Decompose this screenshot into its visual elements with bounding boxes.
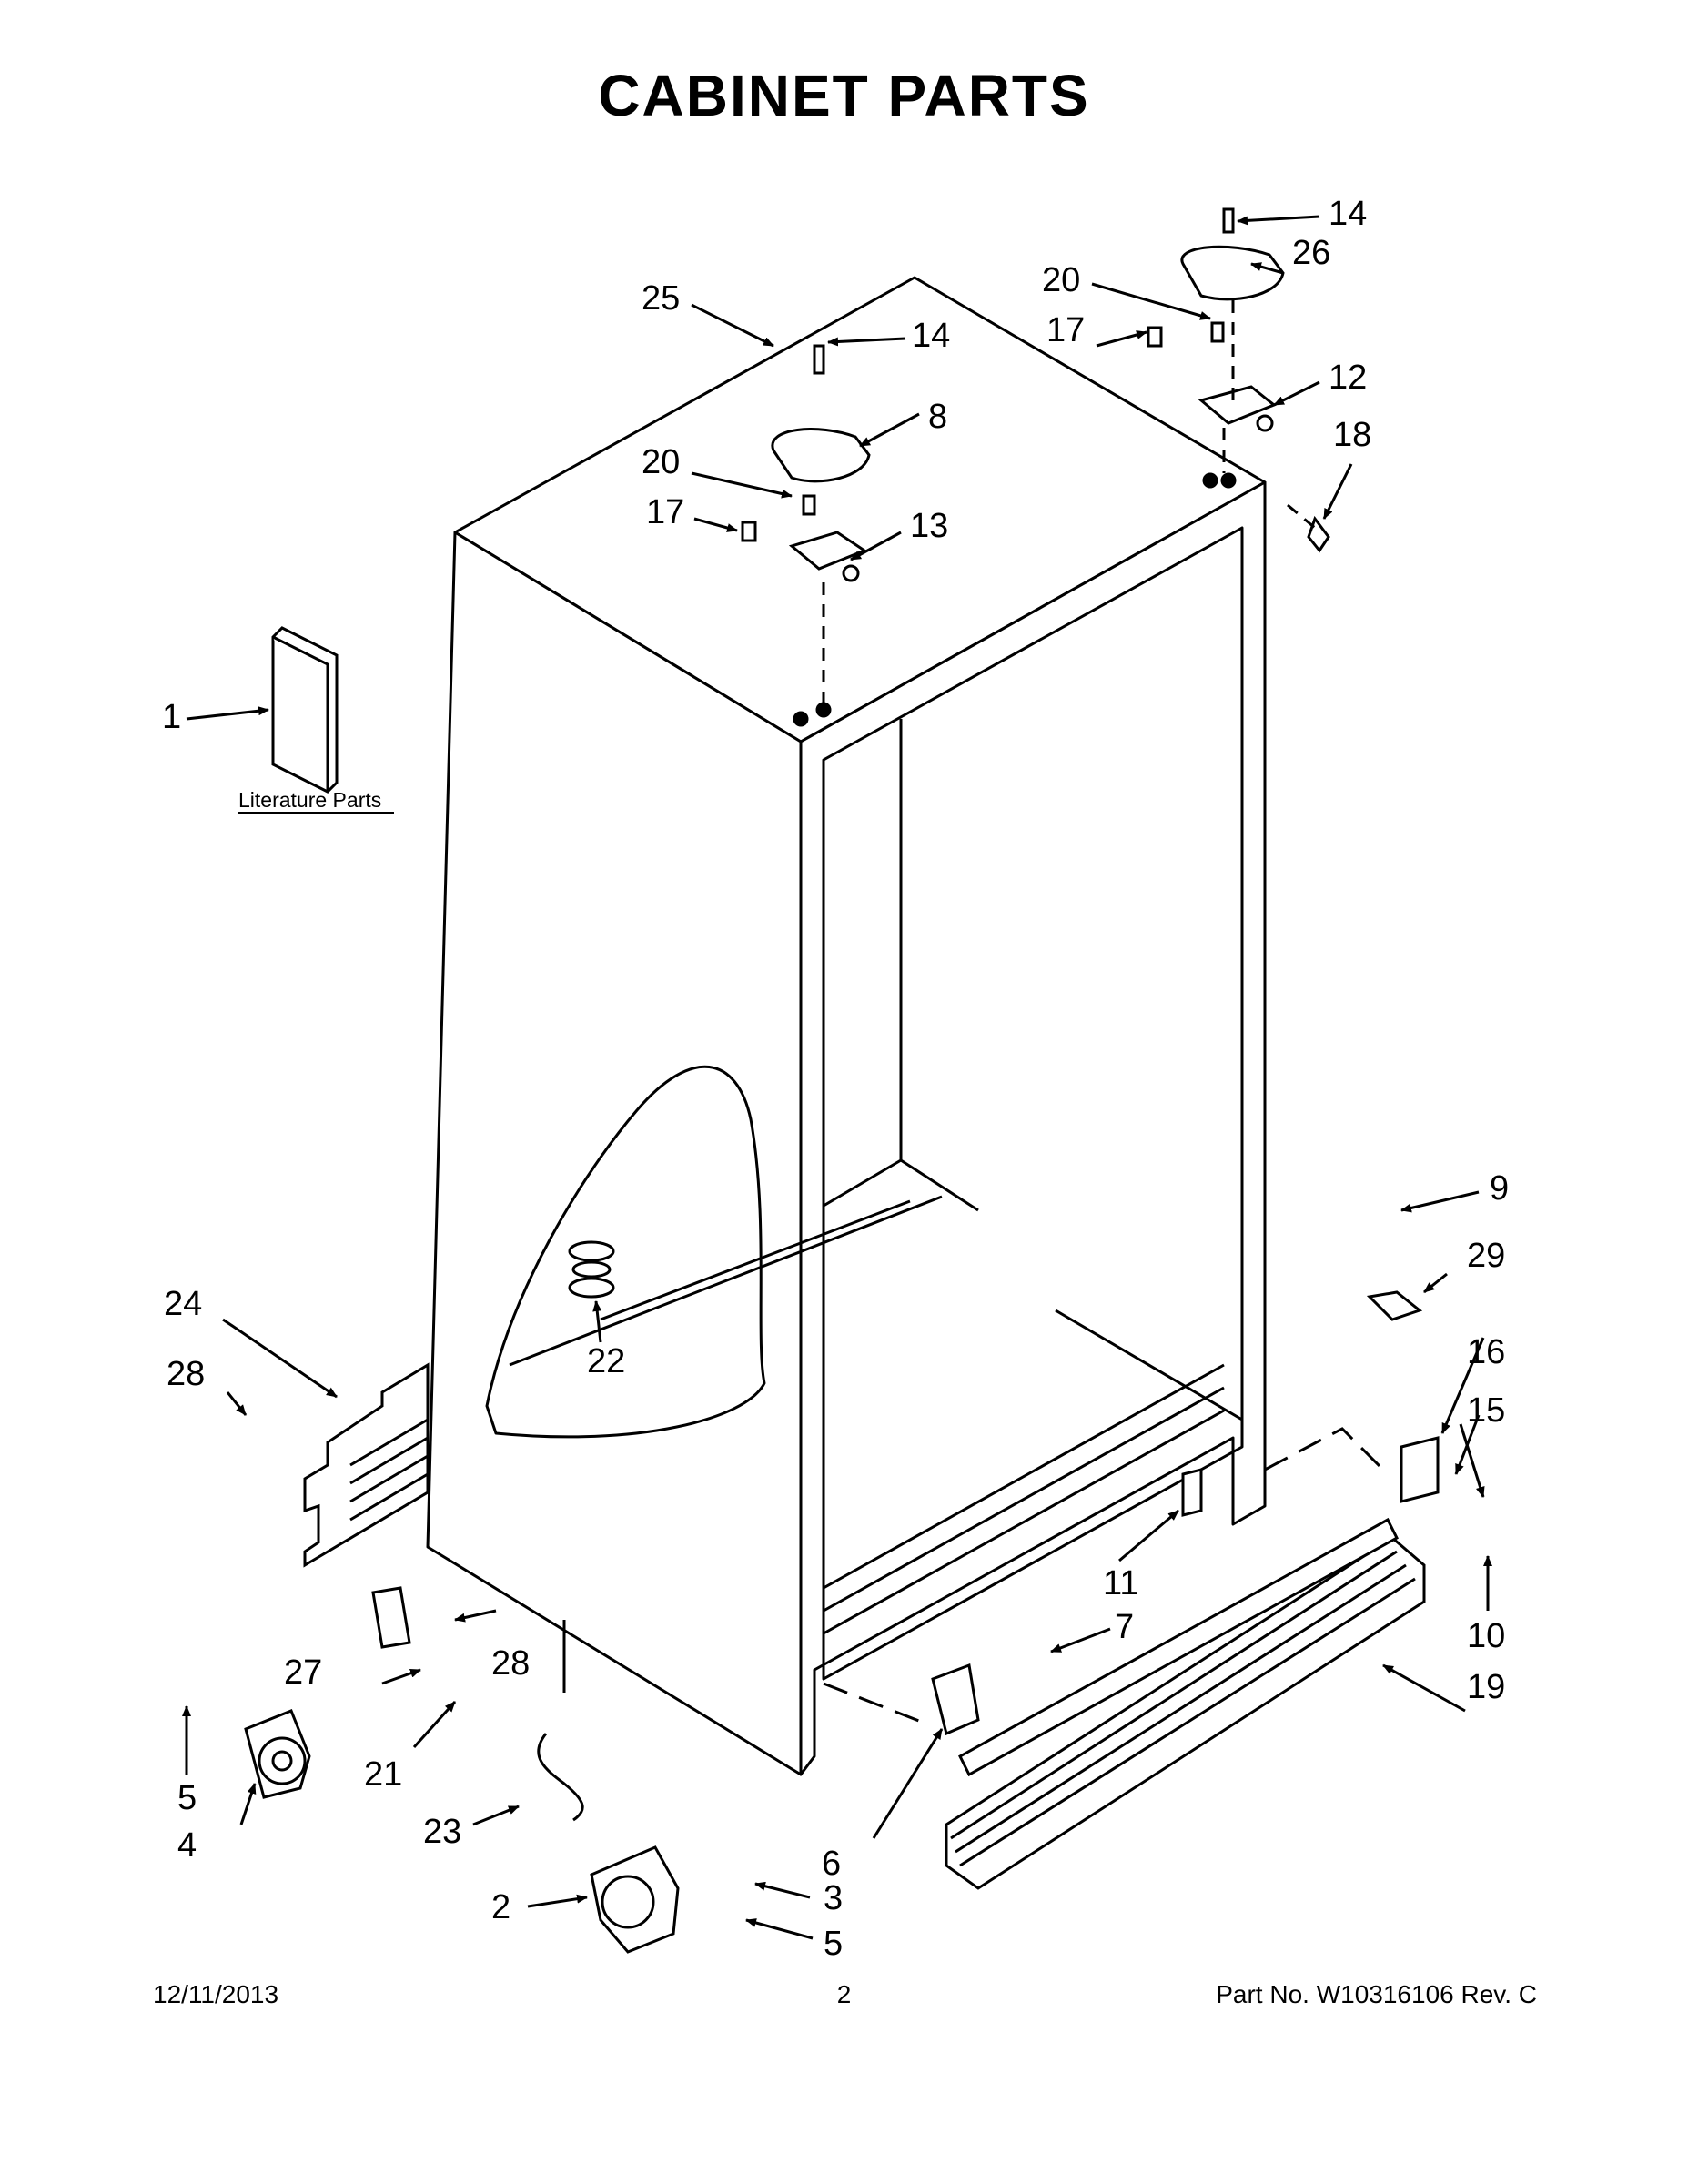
callout-10: 10 bbox=[1467, 1617, 1505, 1655]
callout-21: 21 bbox=[364, 1755, 402, 1794]
cabinet-shell bbox=[426, 276, 1267, 1776]
callout-16: 16 bbox=[1467, 1333, 1505, 1371]
callout-3: 3 bbox=[824, 1879, 843, 1917]
callout-5-bottom: 5 bbox=[824, 1925, 843, 1963]
callout-26: 26 bbox=[1292, 234, 1330, 272]
callout-8: 8 bbox=[928, 398, 947, 436]
callout-11: 11 bbox=[1103, 1564, 1138, 1603]
top-hinge-right bbox=[1147, 207, 1330, 553]
top-hinge-left bbox=[741, 344, 871, 727]
callout-12: 12 bbox=[1329, 359, 1367, 397]
callout-20-left: 20 bbox=[642, 443, 680, 481]
callout-2: 2 bbox=[491, 1888, 510, 1926]
callout-4: 4 bbox=[177, 1826, 197, 1865]
footer-part-number: Part No. W10316106 Rev. C bbox=[1216, 1980, 1537, 2008]
callout-25: 25 bbox=[642, 279, 680, 318]
callout-15: 15 bbox=[1467, 1391, 1505, 1430]
callout-20-right: 20 bbox=[1042, 261, 1080, 299]
callout-7: 7 bbox=[1115, 1608, 1134, 1646]
callout-24: 24 bbox=[164, 1285, 202, 1323]
callout-29: 29 bbox=[1467, 1237, 1505, 1275]
callout-27: 27 bbox=[284, 1653, 322, 1692]
callout-13: 13 bbox=[910, 507, 948, 545]
callout-1: 1 bbox=[162, 698, 181, 736]
page-title: CABINET PARTS bbox=[598, 63, 1090, 128]
right-brackets bbox=[823, 1290, 1440, 1726]
callout-23: 23 bbox=[423, 1813, 461, 1851]
base-grille bbox=[945, 1517, 1426, 1890]
rear-grille bbox=[303, 1362, 430, 1568]
footer-date: 12/11/2013 bbox=[153, 1980, 279, 2008]
callout-17-right: 17 bbox=[1046, 311, 1085, 349]
callout-14-right: 14 bbox=[1329, 195, 1367, 233]
callout-28-left: 28 bbox=[167, 1355, 205, 1393]
callout-6: 6 bbox=[822, 1845, 841, 1883]
callout-18: 18 bbox=[1333, 416, 1371, 454]
callout-5-left: 5 bbox=[177, 1779, 197, 1817]
callout-numbers: 1 2 3 4 5 5 6 7 8 9 10 11 12 13 14 14 15… bbox=[162, 195, 1509, 1963]
literature-parts-label: Literature Parts bbox=[238, 788, 381, 812]
callout-9: 9 bbox=[1490, 1169, 1509, 1208]
callout-22: 22 bbox=[587, 1342, 625, 1380]
callout-leaders bbox=[182, 215, 1492, 1940]
callout-14-left: 14 bbox=[912, 317, 950, 355]
callout-17-left: 17 bbox=[646, 493, 684, 531]
footer-page-number: 2 bbox=[836, 1980, 852, 2008]
literature-booklet bbox=[271, 626, 339, 794]
front-roller-assembly bbox=[244, 1586, 980, 1954]
callout-19: 19 bbox=[1467, 1668, 1505, 1706]
callout-28-bottom: 28 bbox=[491, 1644, 530, 1683]
